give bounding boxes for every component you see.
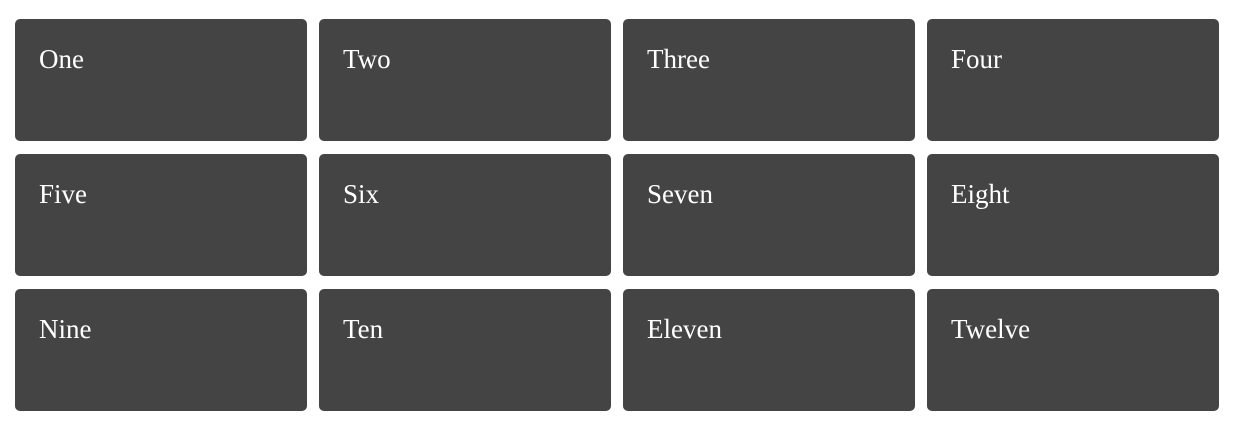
grid-card: One (15, 19, 307, 141)
grid-card: Ten (319, 289, 611, 411)
grid-card: Seven (623, 154, 915, 276)
card-label: Five (39, 179, 88, 209)
card-label: Eight (951, 179, 1010, 209)
card-label: Nine (39, 314, 92, 344)
grid-card: Six (319, 154, 611, 276)
card-label: Eleven (647, 314, 722, 344)
card-label: Six (343, 179, 380, 209)
grid-card: Twelve (927, 289, 1219, 411)
grid-card: Four (927, 19, 1219, 141)
card-label: One (39, 44, 84, 74)
card-label: Three (647, 44, 710, 74)
grid-card: Two (319, 19, 611, 141)
grid-card: Five (15, 154, 307, 276)
card-label: Four (951, 44, 1003, 74)
grid-card: Eight (927, 154, 1219, 276)
card-label: Twelve (951, 314, 1031, 344)
card-label: Ten (343, 314, 384, 344)
grid-card: Nine (15, 289, 307, 411)
grid-card: Eleven (623, 289, 915, 411)
grid-card: Three (623, 19, 915, 141)
card-label: Seven (647, 179, 713, 209)
card-grid: One Two Three Four Five Six Seven Eight … (15, 19, 1219, 411)
card-label: Two (343, 44, 391, 74)
